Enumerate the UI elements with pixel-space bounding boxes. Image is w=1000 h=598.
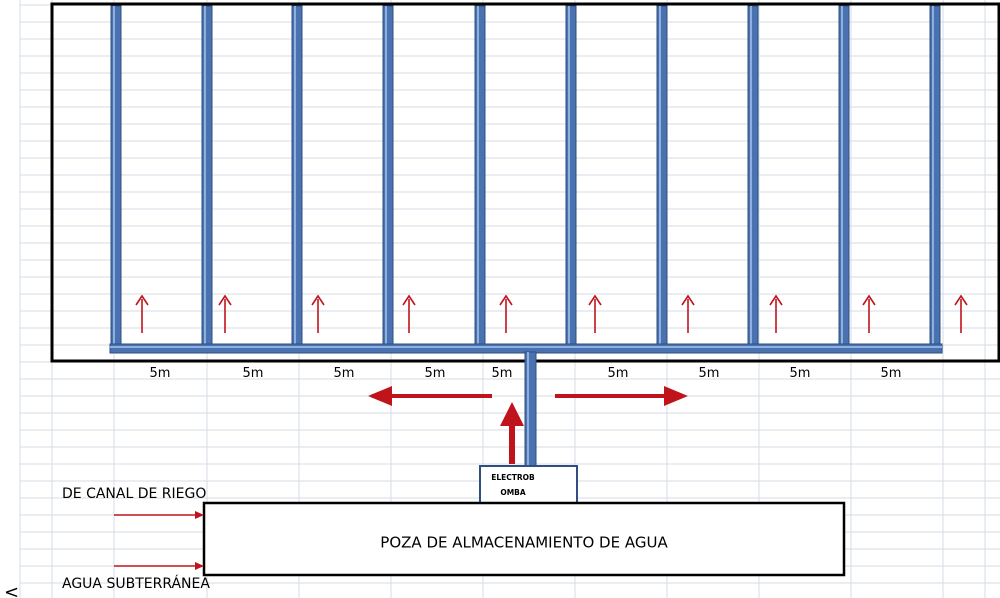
flow-arrow-small [954,294,968,333]
storage-pond: POZA DE ALMACENAMIENTO DE AGUA [202,501,846,577]
lateral-pipes [110,5,941,347]
flow-arrow-small [769,294,783,333]
electropump: ELECTROB OMBA [479,465,578,504]
spacing-label: 5m [243,366,264,381]
lateral-pipe [382,5,394,347]
lateral-pipe-highlight [204,6,206,346]
flow-arrow-small [681,294,695,333]
lateral-pipe-highlight [750,6,752,346]
flow-arrow-small [135,294,149,333]
spacing-label: 5m [425,366,446,381]
lateral-pipe [201,5,213,347]
lateral-pipe-highlight [568,6,570,346]
spacing-label: 5m [150,366,171,381]
lateral-pipe [747,5,759,347]
lateral-pipe-highlight [113,6,115,346]
spacing-label: 5m [881,366,902,381]
inflow-arrow-groundwater [114,562,204,570]
spacing-label: 5m [334,366,355,381]
lateral-pipe [565,5,577,347]
source-label-canal: DE CANAL DE RIEGO [62,486,206,502]
pond-label: POZA DE ALMACENAMIENTO DE AGUA [380,534,668,552]
lateral-pipe [110,5,122,347]
flow-arrow-left [368,386,492,406]
spacing-label: 5m [608,366,629,381]
flow-arrow-small [862,294,876,333]
spacing-label: 5m [699,366,720,381]
lateral-pipe-highlight [932,6,934,346]
flow-arrow-right [555,386,688,406]
flow-arrow-up [500,402,524,464]
flow-arrows-laterals [135,294,968,333]
spacing-label: 5m [790,366,811,381]
flow-arrow-small [499,294,513,333]
lateral-pipe-highlight [841,6,843,346]
field-boundary [50,2,1000,363]
stray-glyph: < [4,582,19,598]
lateral-pipe-highlight [294,6,296,346]
lateral-pipe [656,5,668,347]
spacing-labels: 5m 5m 5m 5m 5m 5m 5m 5m 5m [150,366,902,381]
lateral-pipe [838,5,850,347]
lateral-pipe [474,5,486,347]
lateral-pipe-highlight [385,6,387,346]
inflow-arrow-canal [114,511,204,519]
flow-arrow-small [311,294,325,333]
source-label-groundwater: AGUA SUBTERRÁNEA [62,575,210,592]
main-supply-pipe-highlight [527,352,529,468]
header-pipe-highlight [110,346,942,348]
flow-arrow-small [218,294,232,333]
lateral-pipe-highlight [477,6,479,346]
pump-label-line-2: OMBA [500,488,526,497]
lateral-pipe [929,5,941,347]
pump-label-line-1: ELECTROB [491,473,535,482]
flow-arrow-small [402,294,416,333]
spacing-label: 5m [492,366,513,381]
flow-arrow-small [588,294,602,333]
lateral-pipe-highlight [659,6,661,346]
main-supply-pipe [524,351,537,469]
lateral-pipe [291,5,303,347]
